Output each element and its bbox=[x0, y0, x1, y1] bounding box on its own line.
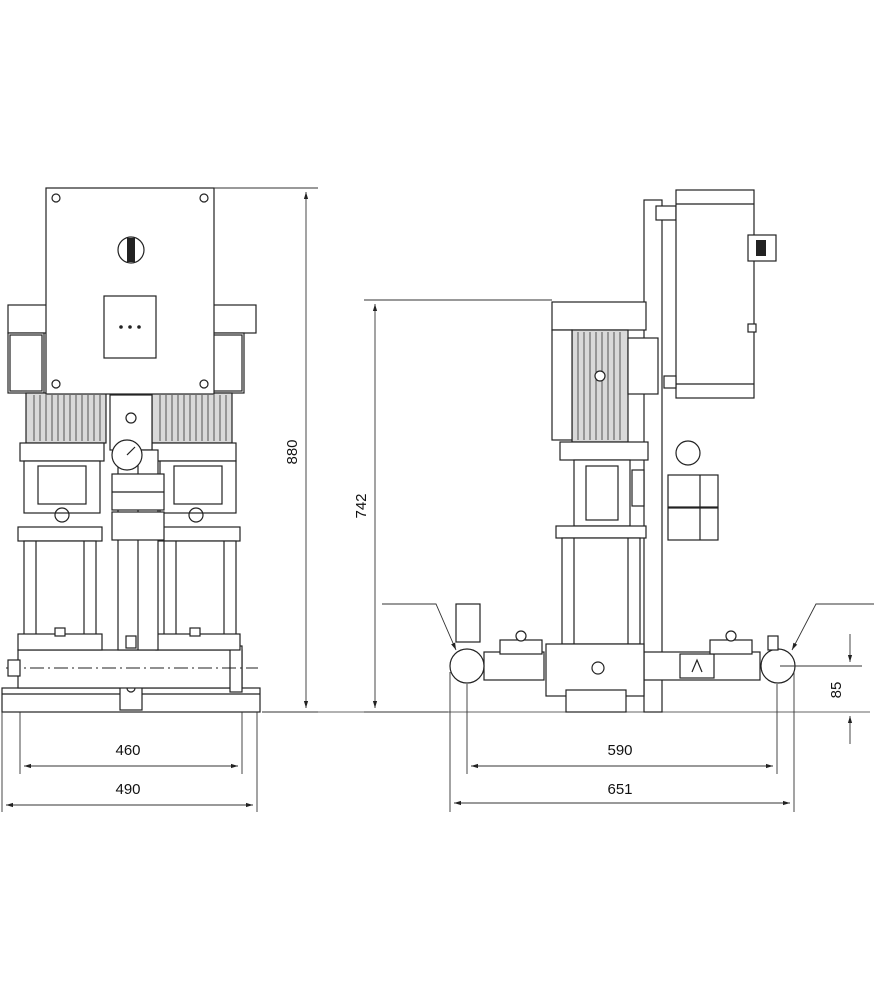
side-motor-top bbox=[551, 301, 647, 331]
dim-label-742: 742 bbox=[353, 493, 370, 518]
dim-label-880: 880 bbox=[284, 439, 301, 464]
front-center-column bbox=[109, 394, 165, 651]
front-manifold-pipe bbox=[17, 649, 243, 689]
dim-label-85: 85 bbox=[828, 682, 845, 699]
side-control-box bbox=[675, 189, 755, 399]
dim-label-590: 590 bbox=[607, 742, 632, 759]
control-cabinet bbox=[45, 187, 215, 395]
side-view bbox=[262, 189, 874, 713]
side-inlet-end bbox=[449, 648, 485, 684]
side-check-valve bbox=[455, 603, 481, 643]
side-valve-right bbox=[709, 639, 753, 655]
pressure-switch-upper bbox=[667, 474, 719, 508]
pressure-switch-lower bbox=[667, 507, 719, 541]
dimension-lines bbox=[1, 187, 862, 812]
side-motor-fins bbox=[571, 329, 629, 443]
side-inlet-pipe bbox=[483, 651, 545, 681]
dim-label-651: 651 bbox=[607, 781, 632, 798]
front-control-box bbox=[45, 187, 215, 395]
front-view bbox=[1, 187, 261, 713]
side-valve-left bbox=[499, 639, 543, 655]
dim-label-460: 460 bbox=[115, 742, 140, 759]
side-pressure-gauge bbox=[675, 440, 701, 466]
dim-label-490: 490 bbox=[115, 781, 140, 798]
